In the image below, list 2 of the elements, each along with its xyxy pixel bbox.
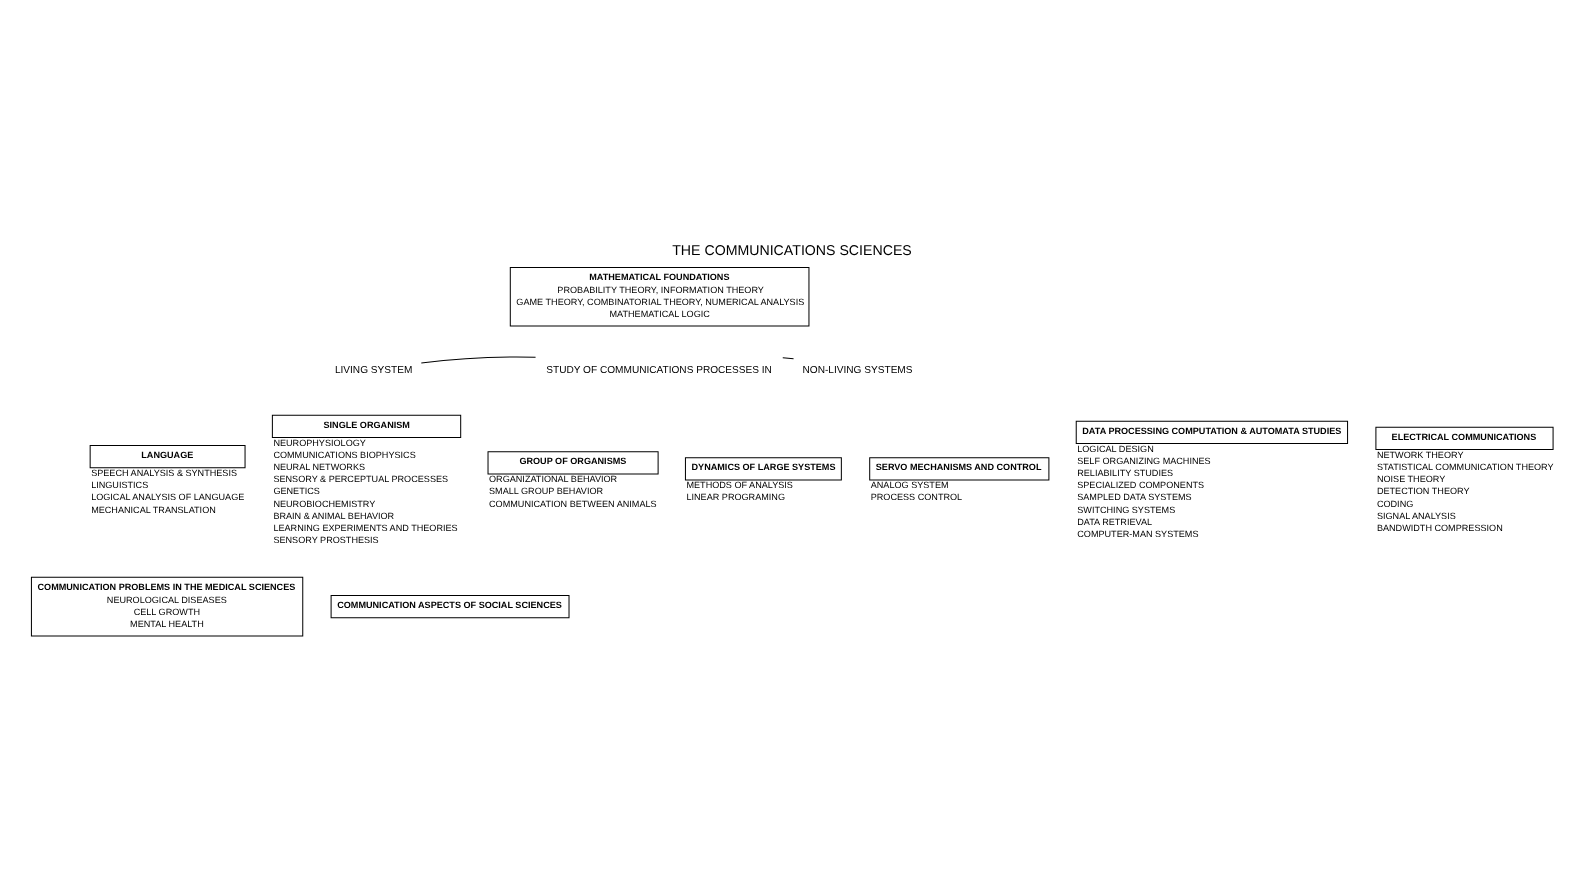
- connector: [420, 355, 537, 363]
- connector: [782, 356, 795, 359]
